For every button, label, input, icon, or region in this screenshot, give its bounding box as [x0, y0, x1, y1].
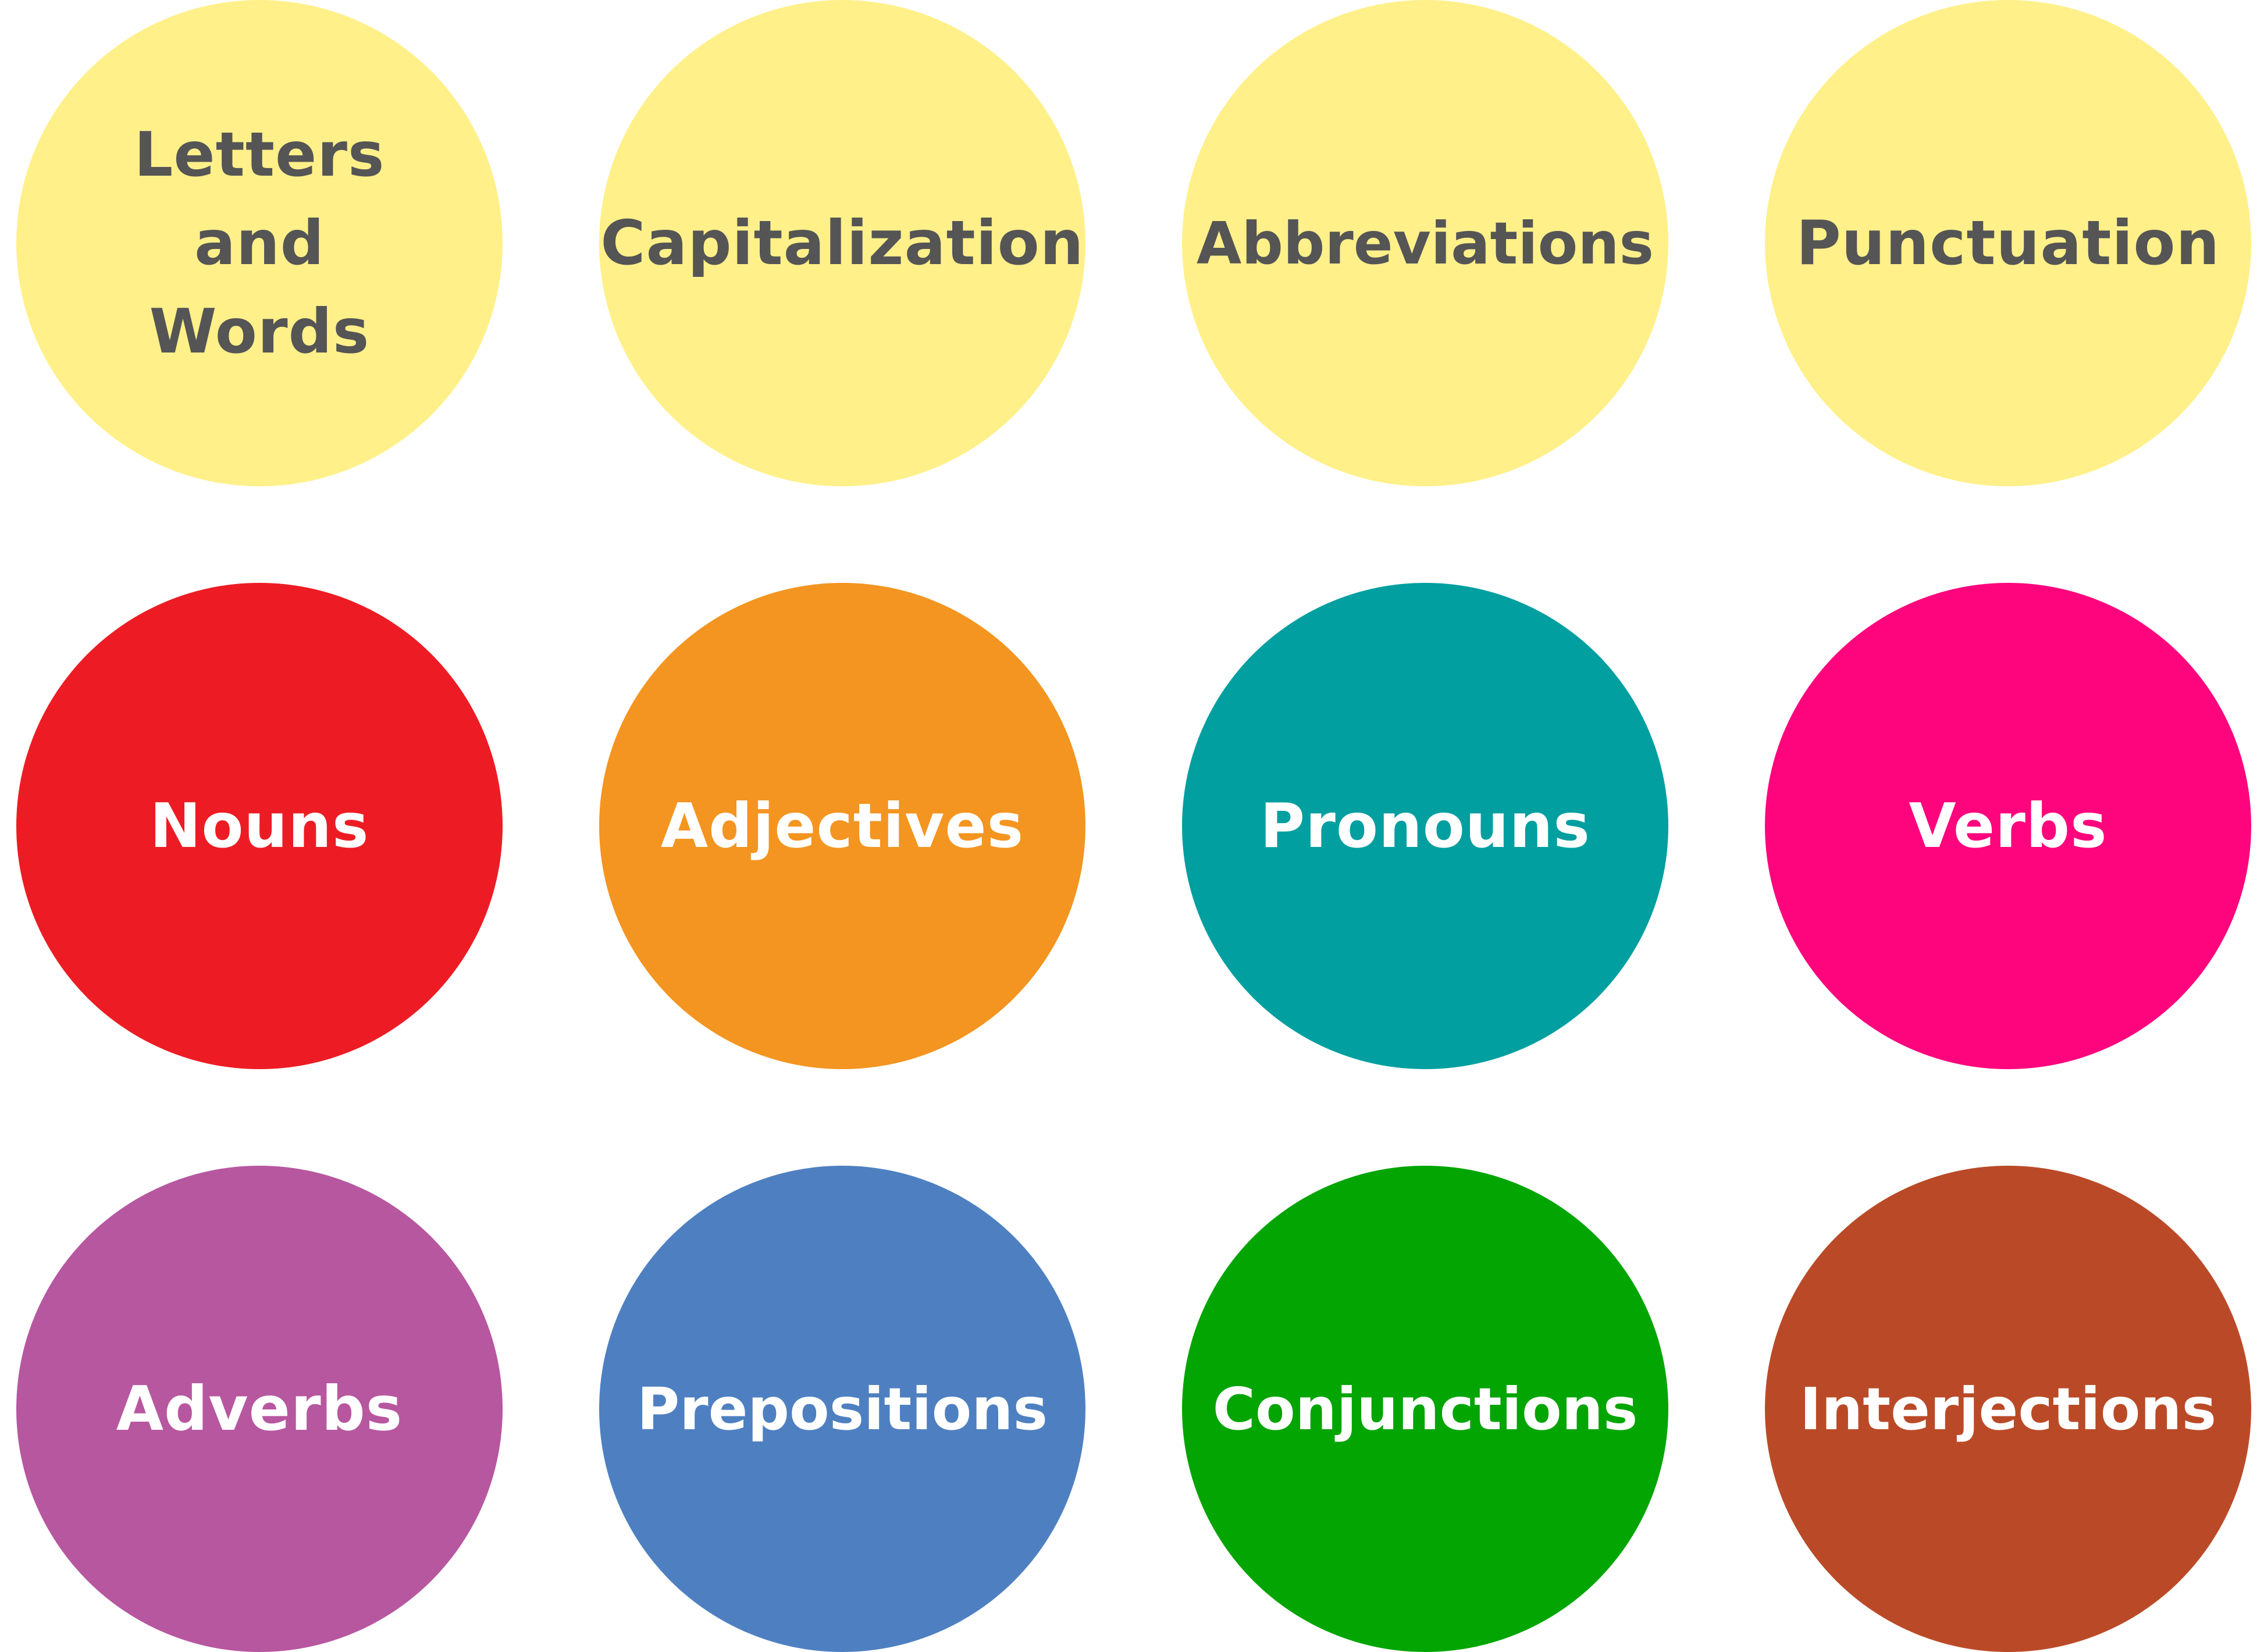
topic-adverbs[interactable]: Adverbs [16, 1166, 503, 1652]
topic-interjections[interactable]: Interjections [1765, 1166, 2251, 1652]
topic-label: Capitalization [600, 207, 1084, 279]
topic-adjectives[interactable]: Adjectives [599, 583, 1085, 1069]
topic-label: Letters and Words [134, 119, 385, 368]
topic-abbreviations[interactable]: Abbreviations [1182, 0, 1668, 486]
topic-capitalization[interactable]: Capitalization [599, 0, 1085, 486]
topic-label: Pronouns [1260, 790, 1590, 861]
topic-label: Adjectives [660, 790, 1024, 861]
topic-nouns[interactable]: Nouns [16, 583, 503, 1069]
topic-label: Punctuation [1796, 207, 2220, 279]
topic-label: Interjections [1799, 1375, 2217, 1443]
topic-conjunctions[interactable]: Conjunctions [1182, 1166, 1668, 1652]
topic-label: Adverbs [116, 1373, 403, 1444]
topic-label: Nouns [149, 790, 369, 861]
topic-label: Conjunctions [1212, 1375, 1638, 1443]
topic-letters-and-words[interactable]: Letters and Words [16, 0, 503, 486]
topic-label: Abbreviations [1196, 209, 1654, 277]
topic-prepositions[interactable]: Prepositions [599, 1166, 1085, 1652]
topic-pronouns[interactable]: Pronouns [1182, 583, 1668, 1069]
topic-label: Prepositions [636, 1375, 1048, 1443]
topic-label: Verbs [1909, 790, 2108, 861]
topic-punctuation[interactable]: Punctuation [1765, 0, 2251, 486]
topic-verbs[interactable]: Verbs [1765, 583, 2251, 1069]
